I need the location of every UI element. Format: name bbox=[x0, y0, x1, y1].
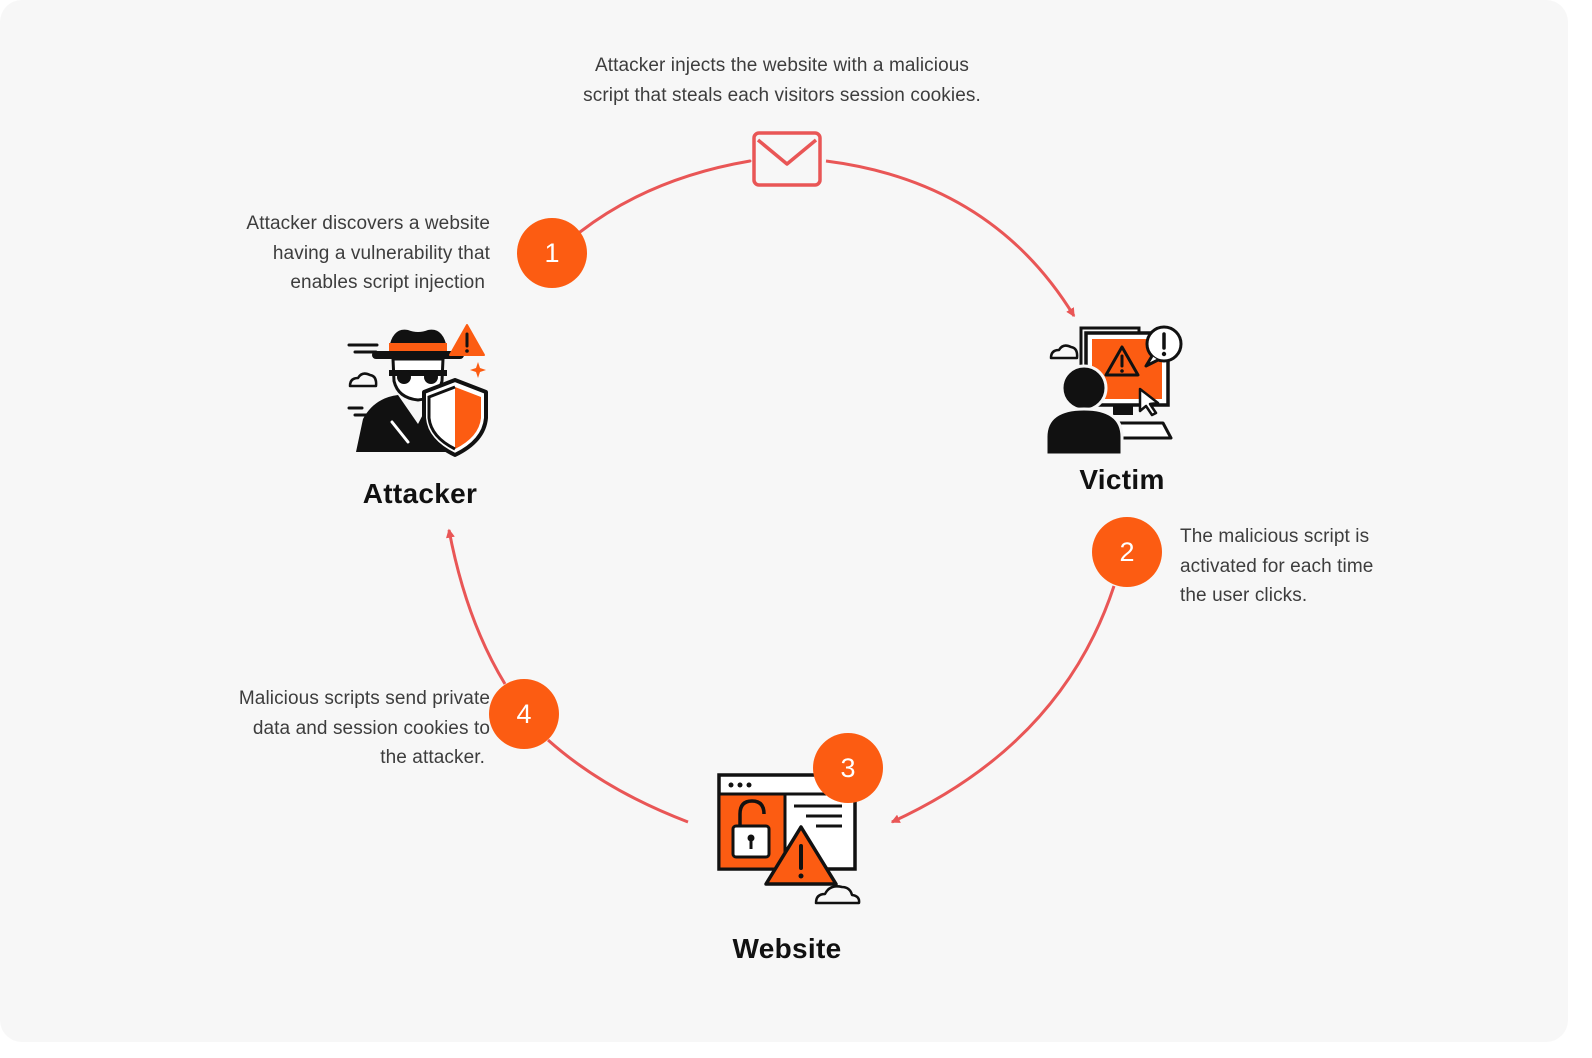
step-4-line: Malicious scripts send private bbox=[238, 688, 490, 709]
arrow-attacker-to-message bbox=[578, 159, 752, 234]
step-4-line: the attacker. bbox=[380, 747, 485, 768]
step-2-description: The malicious script is activated for ea… bbox=[1180, 522, 1520, 611]
step-2-line: the user clicks. bbox=[1180, 585, 1308, 606]
step-1-line: enables script injection bbox=[290, 272, 485, 293]
cycle-diagram bbox=[347, 131, 1183, 905]
top-description-line: script that steals each visitors session… bbox=[583, 84, 981, 106]
arrow-badge-4-to-attacker bbox=[445, 528, 507, 685]
step-1-description: Attacker discovers a website having a vu… bbox=[140, 209, 490, 298]
step-4-line: data and session cookies to bbox=[252, 717, 490, 739]
diagram-canvas: Attacker injects the website with a mali… bbox=[140, 51, 1520, 964]
step-1-line: having a vulnerability that bbox=[272, 242, 490, 264]
step-2-badge: 2 bbox=[1092, 517, 1162, 587]
website-label: Website bbox=[732, 933, 842, 964]
step-1-line: Attacker discovers a website bbox=[246, 213, 490, 234]
step-2-line: The malicious script is bbox=[1180, 526, 1370, 547]
arrow-website-to-badge-4 bbox=[547, 738, 689, 824]
step-1-badge: 1 bbox=[517, 218, 587, 288]
step-4-badge: 4 bbox=[489, 679, 559, 749]
step-4-description: Malicious scripts send private data and … bbox=[140, 684, 490, 773]
arrow-victim-to-website bbox=[890, 585, 1116, 824]
step-2-line: activated for each time bbox=[1180, 555, 1374, 577]
user-computer-warning-icon bbox=[1044, 325, 1183, 457]
attacker-label: Attacker bbox=[362, 478, 478, 509]
hacker-shield-icon bbox=[347, 324, 488, 457]
top-description: Attacker injects the website with a mali… bbox=[490, 51, 1074, 110]
envelope-icon bbox=[752, 131, 822, 187]
top-description-line: Attacker injects the website with a mali… bbox=[594, 55, 970, 76]
arrow-message-to-victim bbox=[825, 159, 1076, 318]
step-3-badge: 3 bbox=[813, 733, 883, 803]
victim-label: Victim bbox=[1079, 464, 1165, 495]
